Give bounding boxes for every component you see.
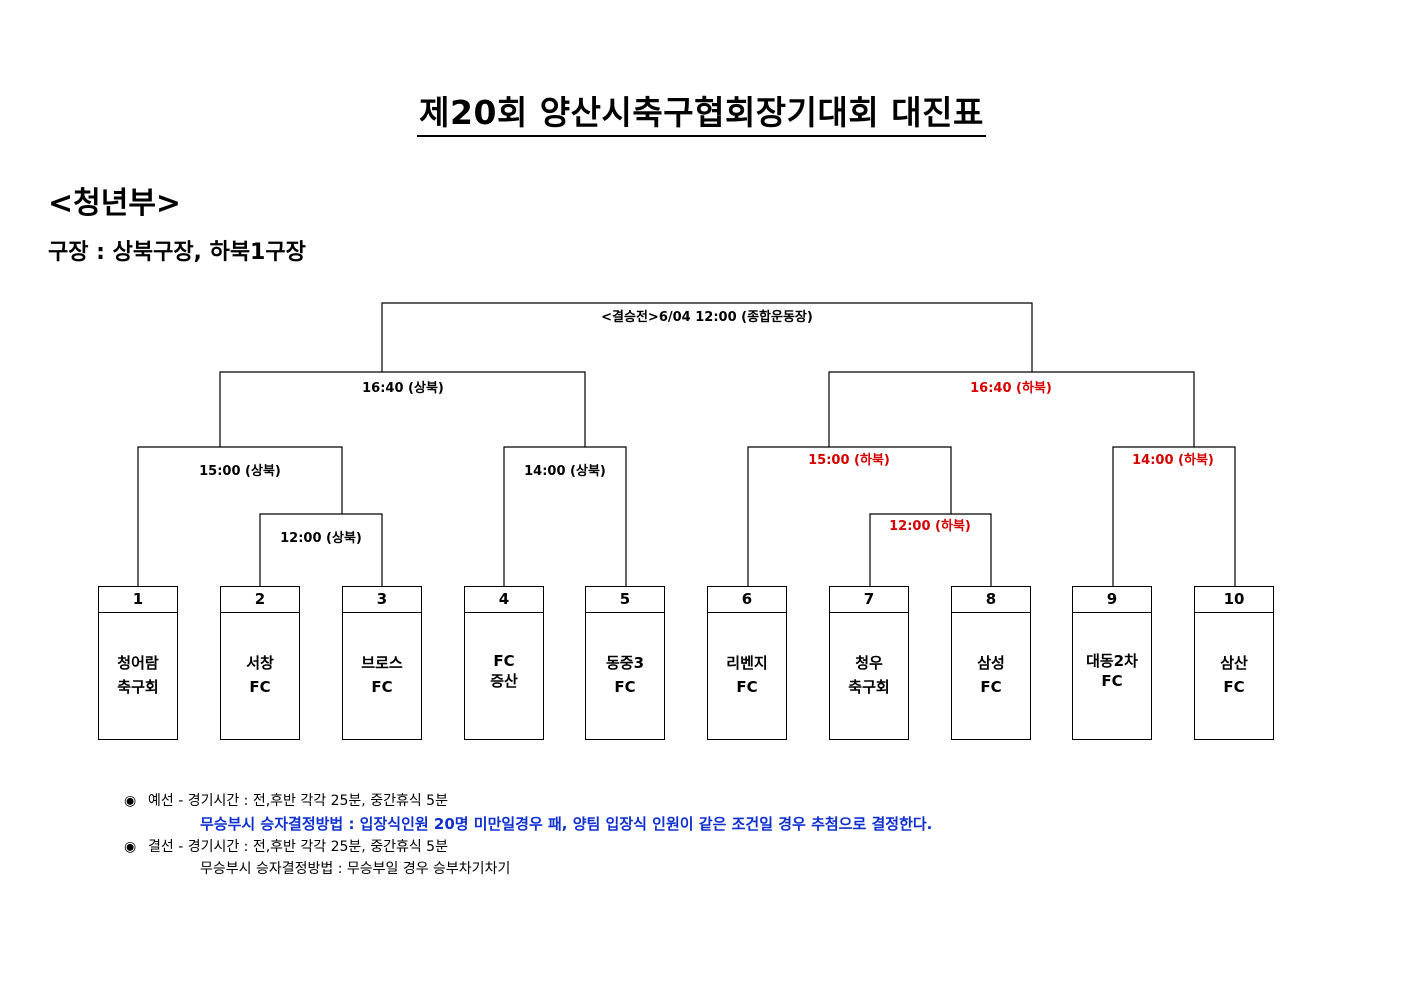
team-name-line2: 증산: [490, 672, 518, 690]
bracket-line-qf-3: [747, 446, 952, 586]
team-name-line2: FC: [249, 678, 271, 696]
match-label-semi-right: 16:40 (하북): [970, 381, 1052, 396]
final-tiebreak-rule: 무승부시 승자결정방법 : 무승부일 경우 승부차기차기: [200, 861, 511, 877]
page-title: 제20회 양산시축구협회장기대회 대진표: [417, 86, 986, 137]
team-number: 3: [343, 587, 421, 613]
team-name-line1: 삼산: [1220, 654, 1248, 672]
prelim-tiebreak-rule: 무승부시 승자결정방법 : 입장식인원 20명 미만일경우 패, 양팀 입장식 …: [200, 815, 933, 833]
team-name-line1: FC: [493, 652, 515, 670]
match-label-qf-4: 14:00 (하북): [1132, 453, 1214, 468]
match-label-r1-right: 12:00 (하북): [889, 519, 971, 534]
team-name-line1: 청우: [855, 654, 883, 672]
bracket-line-qf-2: [503, 446, 627, 586]
page-title-wrap: 제20회 양산시축구협회장기대회 대진표: [0, 86, 1403, 137]
bullet-icon: ◉: [124, 793, 137, 809]
team-box: 8 삼성 FC: [951, 586, 1031, 740]
team-number: 5: [586, 587, 664, 613]
team-name-line2: FC: [1101, 672, 1123, 690]
match-label-qf-3: 15:00 (하북): [808, 453, 890, 468]
team-box: 2 서창 FC: [220, 586, 300, 740]
team-number: 4: [465, 587, 543, 613]
team-number: 6: [708, 587, 786, 613]
team-box: 6 리벤지 FC: [707, 586, 787, 740]
team-name-line2: FC: [371, 678, 393, 696]
team-name-line1: 서창: [246, 654, 274, 672]
match-label-qf-2: 14:00 (상북): [524, 464, 606, 479]
match-label-qf-1: 15:00 (상북): [199, 464, 281, 479]
team-box: 10 삼산 FC: [1194, 586, 1274, 740]
team-name-line1: 리벤지: [726, 654, 768, 672]
team-number: 9: [1073, 587, 1151, 613]
team-name-line2: FC: [1223, 678, 1245, 696]
team-name-line1: 청어람: [117, 654, 159, 672]
team-number: 2: [221, 587, 299, 613]
team-name-line1: 브로스: [361, 654, 403, 672]
team-number: 10: [1195, 587, 1273, 613]
team-box: 9 대동2차 FC: [1072, 586, 1152, 740]
team-name-line2: FC: [980, 678, 1002, 696]
match-label-final: <결승전>6/04 12:00 (종합운동장): [601, 310, 813, 325]
bracket-line-semi-left: [219, 371, 586, 447]
team-name-line1: 대동2차: [1086, 652, 1138, 670]
team-number: 7: [830, 587, 908, 613]
bracket-line-r1-left: [259, 513, 383, 586]
division-label: <청년부>: [48, 186, 182, 221]
bullet-icon: ◉: [124, 839, 137, 855]
team-box: 4 FC 증산: [464, 586, 544, 740]
bracket-line-qf-1: [137, 446, 343, 586]
team-box: 3 브로스 FC: [342, 586, 422, 740]
prelim-rule: 예선 - 경기시간 : 전,후반 각각 25분, 중간휴식 5분: [148, 793, 448, 809]
team-name-line2: 축구회: [848, 678, 890, 696]
team-name-line1: 동중3: [605, 654, 645, 672]
final-rule: 결선 - 경기시간 : 전,후반 각각 25분, 중간휴식 5분: [148, 839, 448, 855]
match-label-r1-left: 12:00 (상북): [280, 531, 362, 546]
team-number: 1: [99, 587, 177, 613]
team-number: 8: [952, 587, 1030, 613]
bracket-line-semi-right: [828, 371, 1195, 447]
bracket-line-final: [381, 302, 1033, 372]
match-label-semi-left: 16:40 (상북): [362, 381, 444, 396]
venue-label: 구장 : 상북구장, 하북1구장: [48, 240, 306, 265]
team-name-line2: 축구회: [117, 678, 159, 696]
bracket-line-qf-4: [1112, 446, 1236, 586]
team-name-line2: FC: [614, 678, 636, 696]
team-name-line2: FC: [736, 678, 758, 696]
team-name-line1: 삼성: [977, 654, 1005, 672]
bracket-line-r1-right: [869, 513, 992, 586]
